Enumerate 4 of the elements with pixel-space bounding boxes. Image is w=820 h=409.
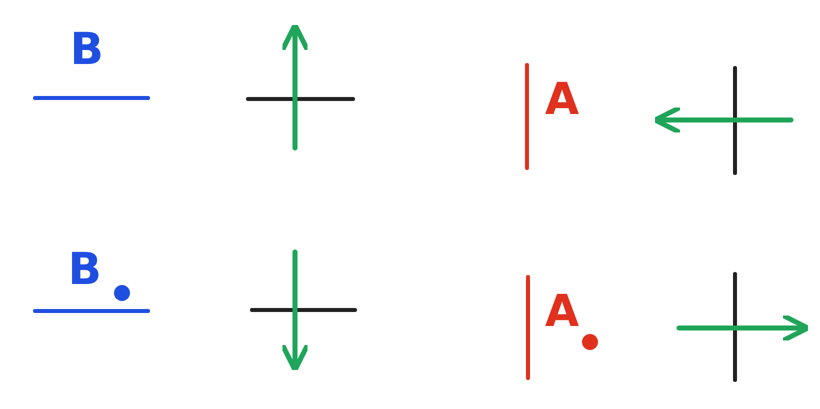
symbol-label: B bbox=[70, 28, 104, 72]
symbol-label: B bbox=[68, 248, 102, 292]
symbol-label: A bbox=[545, 78, 580, 122]
symbol-label: A bbox=[545, 290, 580, 334]
